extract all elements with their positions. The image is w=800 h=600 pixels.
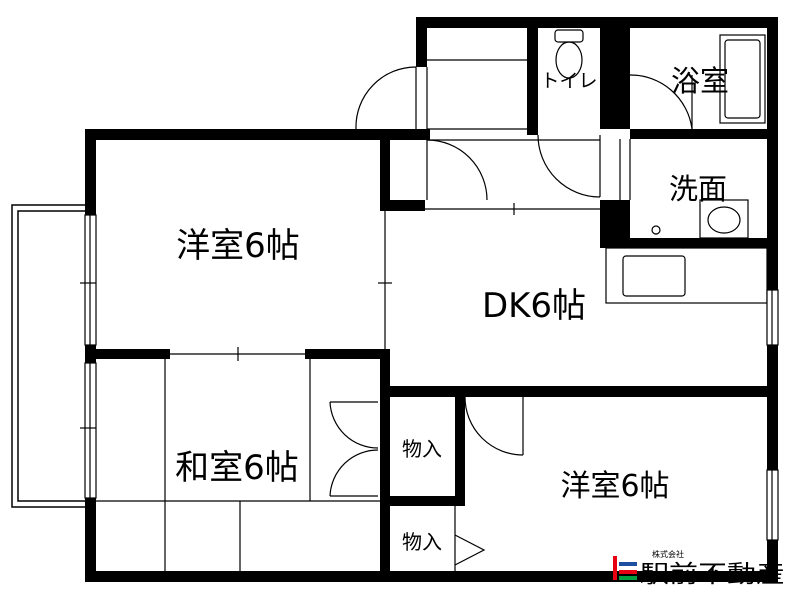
logo-company-small: 株式会社 — [652, 549, 684, 559]
label-western-room-bottom: 洋室6帖 — [560, 469, 669, 504]
bathtub-icon — [719, 34, 766, 124]
room-labels: 洋室6帖 和室6帖 DK6帖 洋室6帖 物入 物入 トイレ 浴室 洗面 — [175, 64, 729, 554]
logo-mark-green — [619, 576, 637, 580]
logo-mark-red — [613, 556, 617, 580]
logo-company-name: 駅前不動産 — [640, 560, 785, 588]
toilet-tank-icon — [554, 29, 584, 43]
sink-icon — [699, 199, 749, 239]
label-japanese-room: 和室6帖 — [175, 448, 299, 488]
label-dk: DK6帖 — [482, 286, 586, 326]
logo-mark-red-bar — [619, 570, 637, 574]
label-washroom: 洗面 — [669, 172, 727, 206]
label-closet-lower: 物入 — [402, 530, 442, 554]
exterior-walls — [85, 17, 778, 582]
fixtures — [554, 29, 766, 239]
toilet-bowl-icon — [555, 41, 583, 79]
label-closet-upper: 物入 — [402, 437, 442, 461]
label-bathroom: 浴室 — [671, 64, 729, 98]
logo-mark-blue — [619, 562, 637, 566]
label-western-room-top: 洋室6帖 — [176, 226, 300, 266]
label-toilet: トイレ — [540, 70, 597, 92]
thin-lines — [80, 59, 779, 571]
company-logo: 株式会社 駅前不動産 — [613, 549, 785, 588]
balcony — [11, 204, 89, 508]
